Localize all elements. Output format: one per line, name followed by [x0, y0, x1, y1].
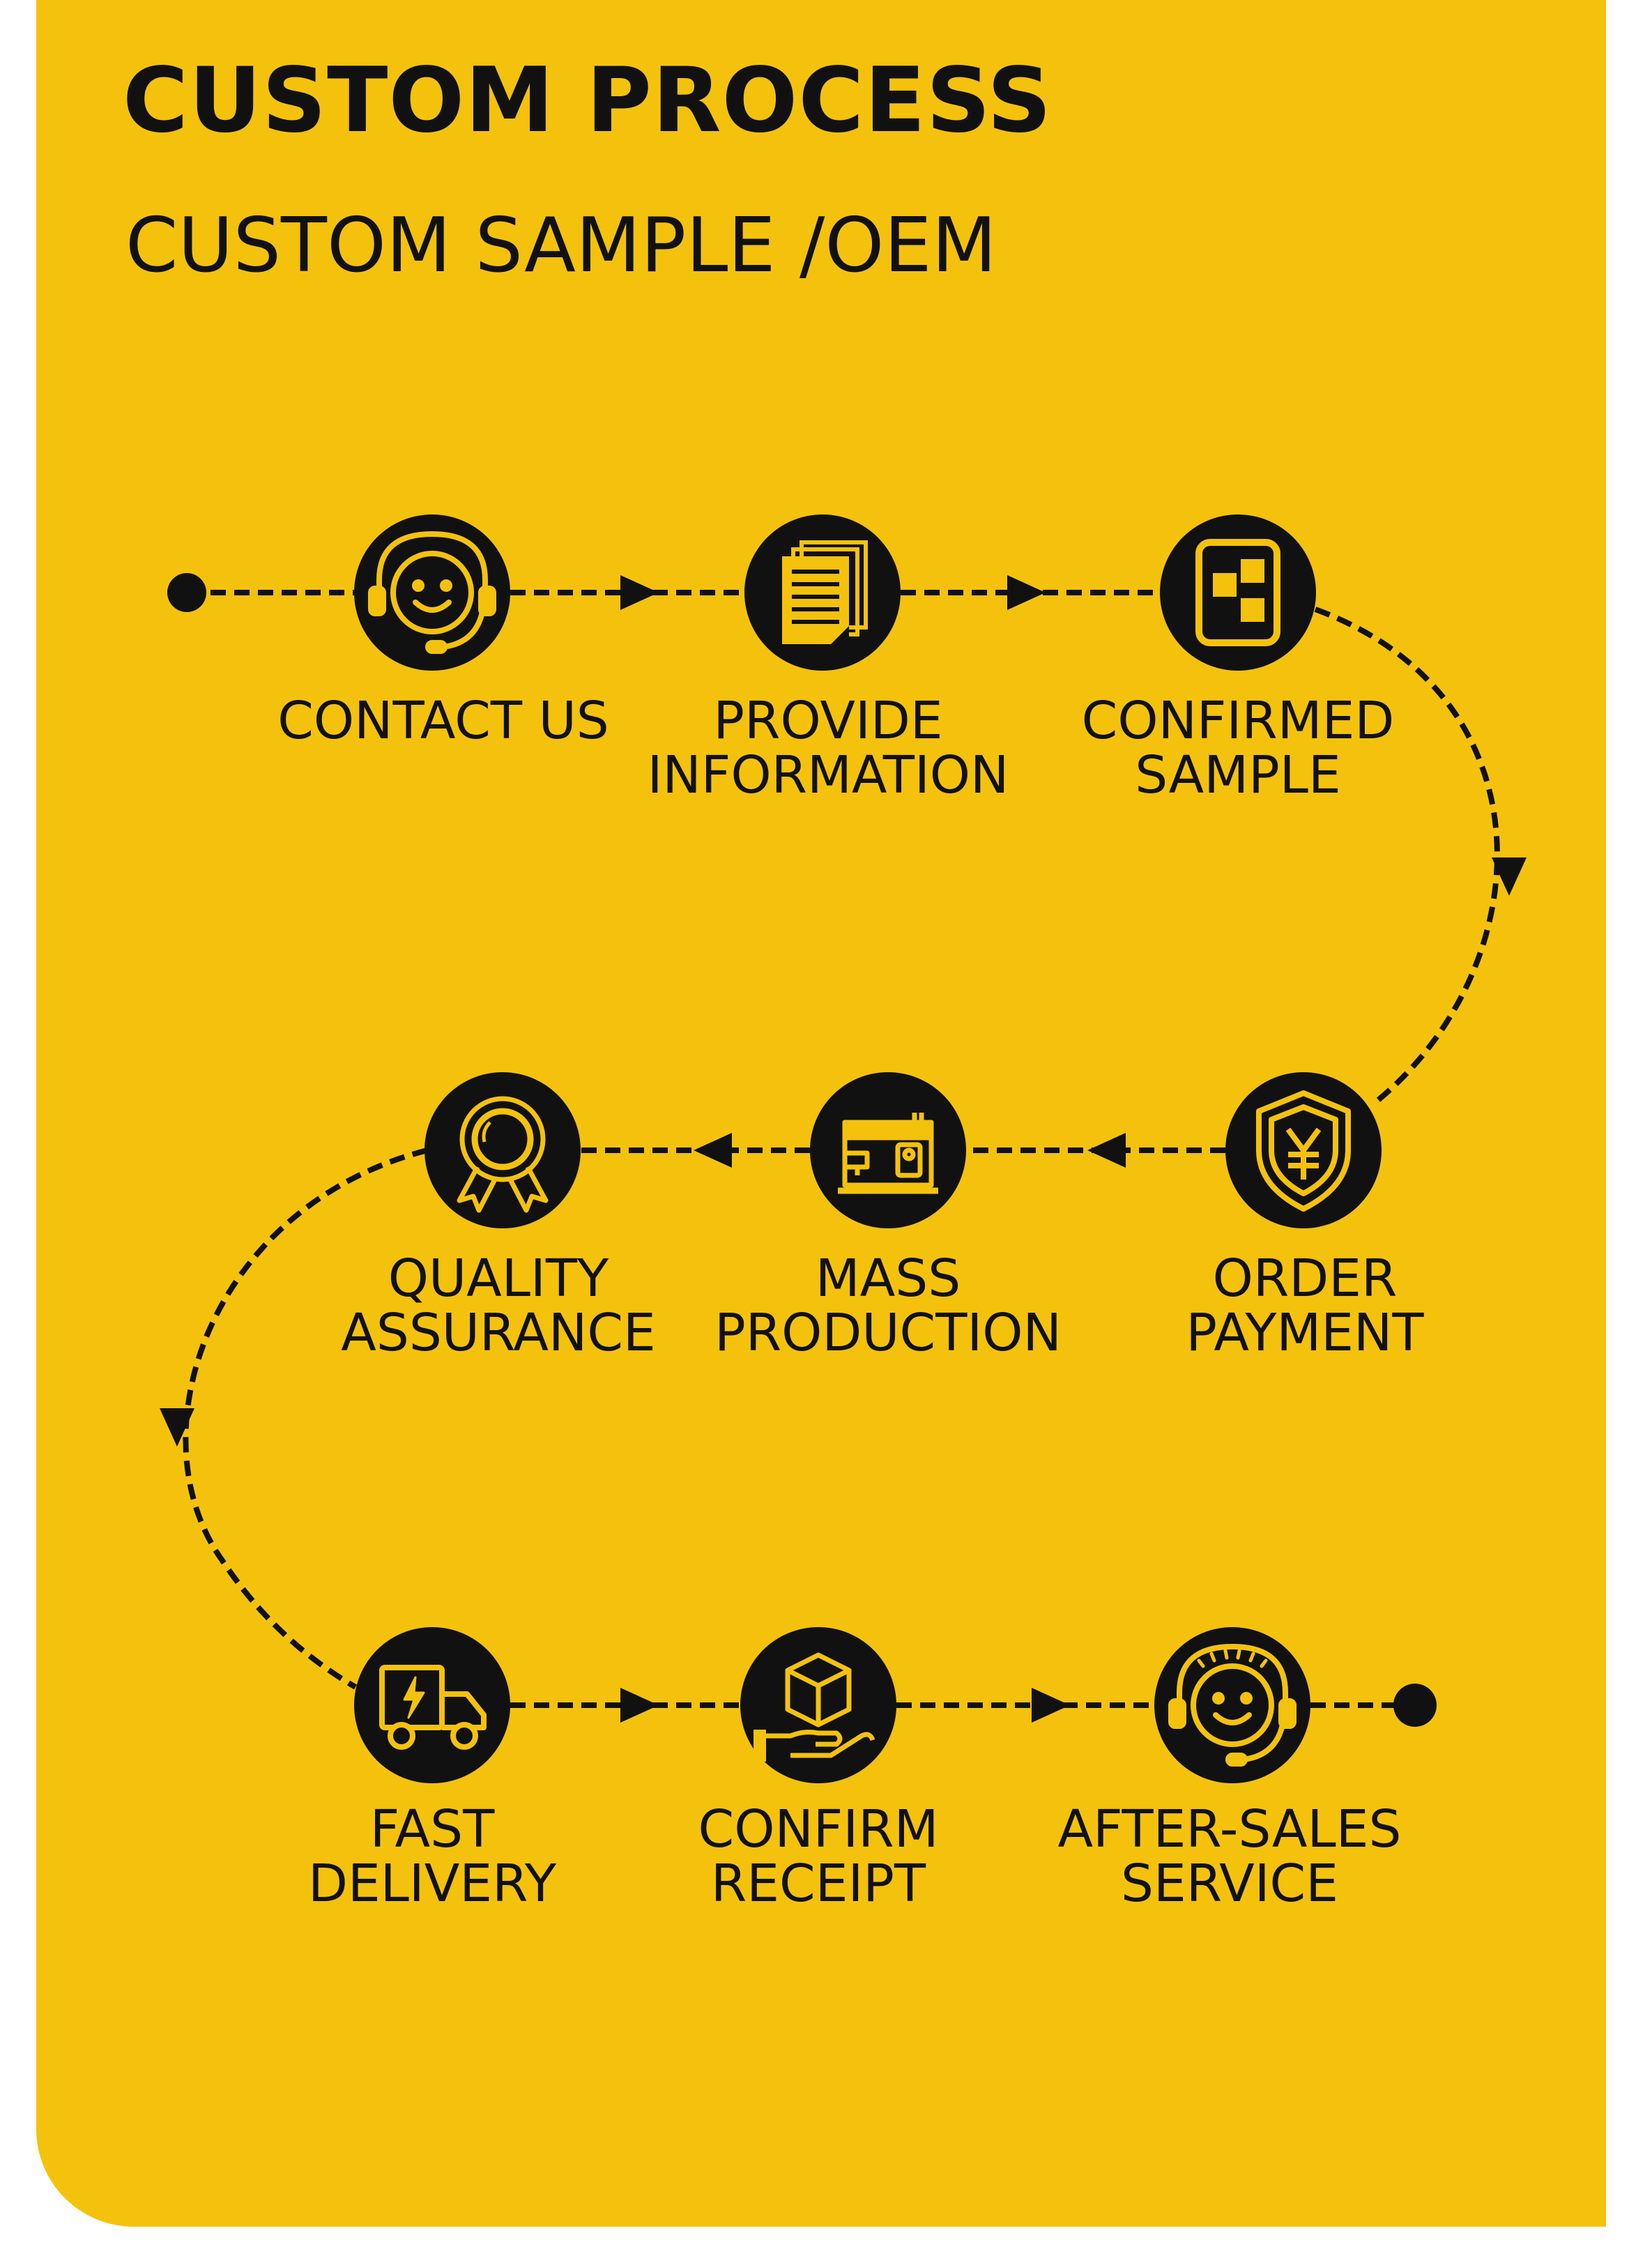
arrowhead-icon — [620, 1688, 659, 1723]
step-4-label: ORDER PAYMENT — [1089, 1251, 1521, 1360]
step-label-line: FAST — [369, 1799, 495, 1859]
step-label-line: CONTACT US — [277, 691, 609, 751]
delivery-truck-icon — [379, 1665, 487, 1750]
step-8-node — [740, 1627, 896, 1783]
step-label-line: CONFIRM — [698, 1799, 939, 1859]
document-icon — [782, 540, 868, 644]
step-label-line: PROVIDE — [713, 691, 943, 751]
yen-shield-icon — [1256, 1090, 1351, 1212]
step-label-line: RECEIPT — [710, 1854, 926, 1914]
step-5-label: MASS PRODUCTION — [672, 1251, 1104, 1360]
step-label-line: PRODUCTION — [714, 1303, 1062, 1363]
end-dot — [1393, 1684, 1437, 1727]
arrowhead-icon — [1007, 575, 1046, 610]
step-4-node — [1225, 1072, 1382, 1228]
step-label-line: DELIVERY — [307, 1854, 557, 1914]
arrowhead-icon — [694, 1133, 732, 1168]
step-label-line: MASS — [815, 1249, 961, 1309]
page-title: CUSTOM PROCESS — [123, 49, 1053, 153]
step-6-label: QUALITY ASSURANCE — [282, 1251, 714, 1360]
arrowhead-icon — [160, 1408, 194, 1447]
step-label-line: QUALITY — [388, 1249, 609, 1309]
step-label-line: ORDER — [1212, 1249, 1398, 1309]
customer-service-icon — [368, 531, 496, 654]
sewing-machine-icon — [838, 1113, 938, 1194]
step-label-line: SERVICE — [1121, 1854, 1338, 1914]
step-2-label: PROVIDE INFORMATION — [612, 694, 1044, 802]
step-label-line: SAMPLE — [1135, 745, 1341, 805]
step-1-node — [354, 514, 510, 671]
step-2-node — [744, 514, 901, 671]
step-label-line: INFORMATION — [647, 745, 1009, 805]
page-subtitle: CUSTOM SAMPLE /OEM — [125, 202, 997, 289]
step-label-line: ASSURANCE — [341, 1303, 656, 1363]
step-9-label: AFTER-SALES SERVICE — [1014, 1802, 1446, 1911]
arrowhead-icon — [1087, 1133, 1126, 1168]
start-dot — [167, 573, 206, 612]
step-7-node — [354, 1627, 510, 1783]
step-9-node — [1154, 1627, 1310, 1783]
connector-6-7 — [183, 1147, 428, 1690]
arrowhead-icon — [1492, 857, 1527, 896]
arrowhead-icon — [1032, 1688, 1070, 1723]
step-3-label: CONFIRMED SAMPLE — [1022, 694, 1454, 802]
step-7-label: FAST DELIVERY — [216, 1802, 648, 1911]
step-6-node — [425, 1072, 581, 1228]
connector-3-4 — [1314, 607, 1500, 1106]
step-8-label: CONFIRM RECEIPT — [602, 1802, 1034, 1911]
after-sales-icon — [1168, 1643, 1297, 1767]
box-in-hand-icon — [754, 1652, 875, 1762]
step-label-line: PAYMENT — [1186, 1303, 1424, 1363]
step-label-line: AFTER-SALES — [1057, 1799, 1402, 1859]
step-5-node — [810, 1072, 966, 1228]
step-label-line: CONFIRMED — [1081, 691, 1395, 751]
arrowhead-icon — [620, 575, 659, 610]
step-3-node — [1160, 514, 1316, 671]
award-badge-icon — [457, 1096, 549, 1213]
step-1-label: CONTACT US — [227, 694, 659, 748]
sample-swatch-icon — [1195, 539, 1280, 646]
